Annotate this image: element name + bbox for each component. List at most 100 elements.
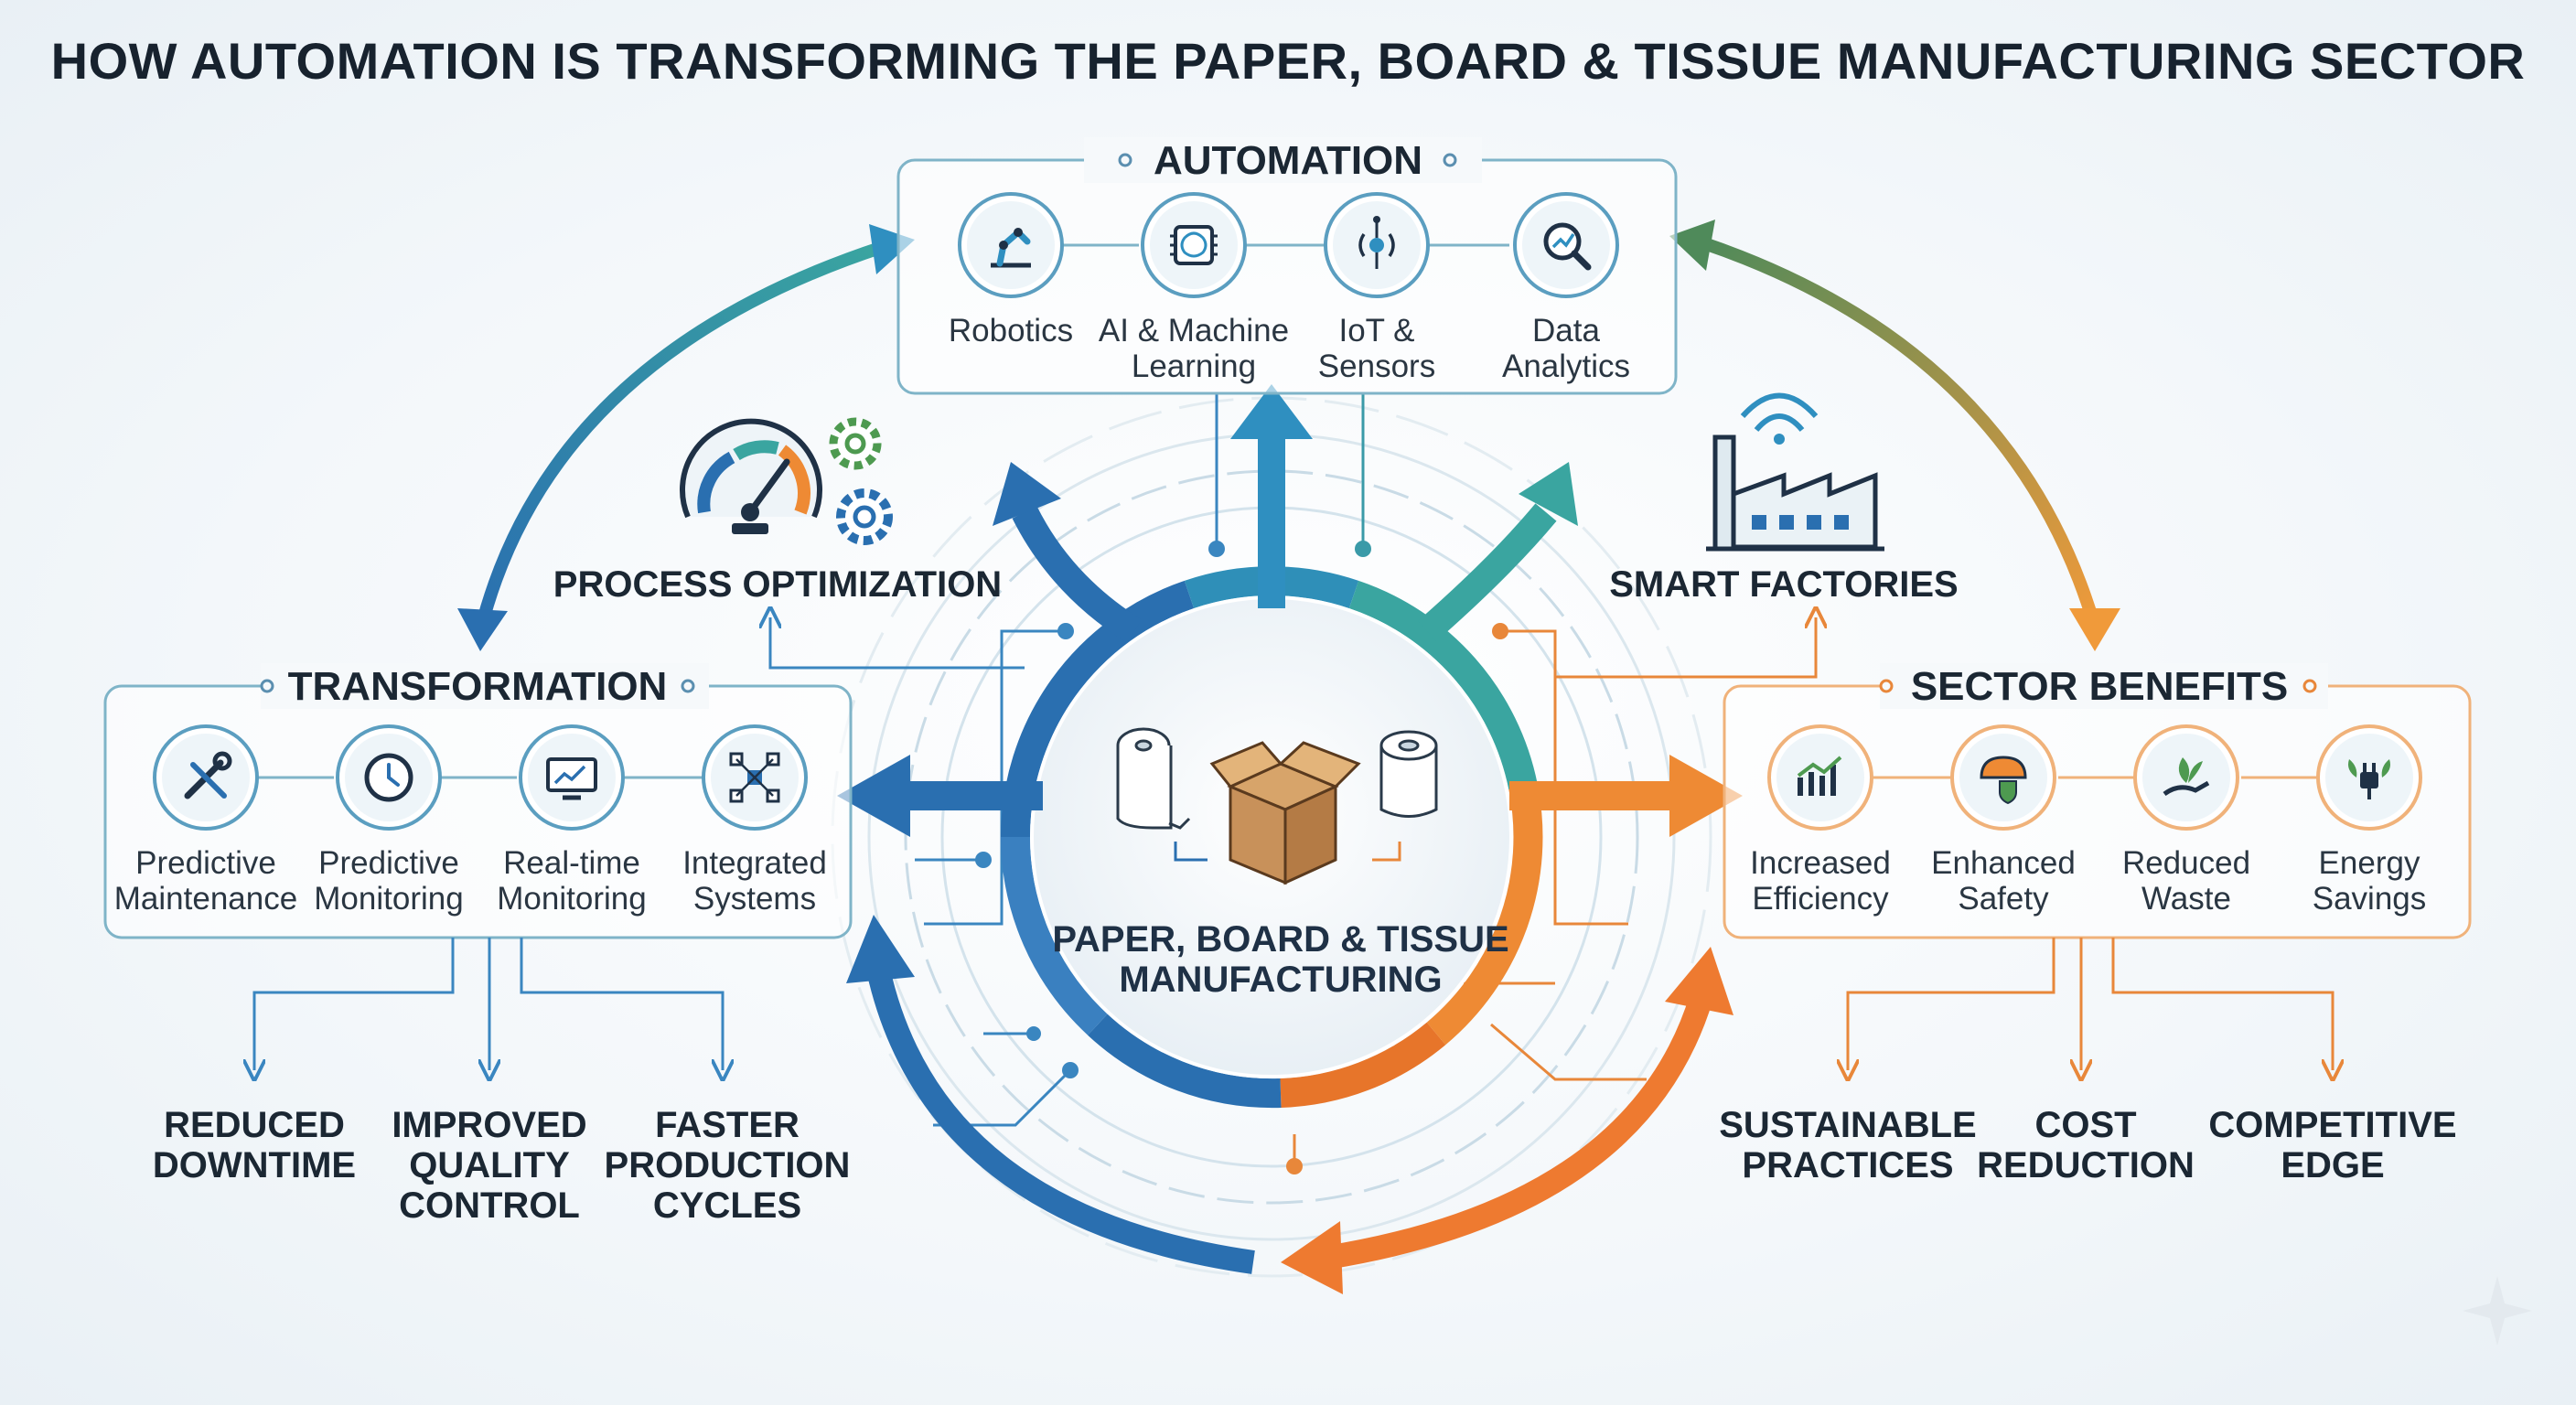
double-arrow-automation-transformation [474,241,886,633]
automation-item: IoT &Sensors [1318,192,1435,384]
cardboard-box-icon [1209,741,1361,885]
double-arrow-automation-benefits [1699,236,2101,628]
transformation-item-label-line1: Integrated [682,845,827,881]
transformation-outcome-line: PRODUCTION [605,1145,851,1185]
sparkle-icon [2463,1276,2532,1346]
transformation-item-label-line1: Predictive [135,845,276,881]
monitor-chart-icon [546,757,597,800]
automation-item-label-line2: Learning [1132,349,1256,384]
transformation-item-label-line1: Predictive [318,845,459,881]
transformation-item-label-line2: Monitoring [497,881,646,917]
page-title: HOW AUTOMATION IS TRANSFORMING THE PAPER… [51,32,2526,90]
transformation-outcome-line: REDUCED [164,1105,345,1145]
benefits-item-label-line1: Energy [2319,845,2420,881]
benefits-outcome-line: COMPETITIVE [2208,1105,2456,1145]
transformation-item-label-line1: Real-time [503,845,640,881]
wrench-screwdriver-icon [184,751,232,799]
brain-chip-icon [1170,225,1218,265]
transformation-items: PredictiveMaintenancePredictiveMonitorin… [114,724,827,917]
transformation-item-label-line2: Maintenance [114,881,297,917]
automation-panel: AUTOMATION [896,137,1678,395]
automation-title: AUTOMATION [1154,138,1422,183]
cycle-arrow-bottom-right [1324,993,1713,1270]
smart-factories-label: SMART FACTORIES [1609,564,1959,605]
tissue-roll-icon [1379,730,1438,818]
automation-item-label-line2: Analytics [1502,349,1630,384]
transformation-outcome-line: QUALITY [409,1145,570,1185]
automation-item-label-line1: Data [1532,313,1600,349]
process-optimization-label: PROCESS OPTIMIZATION [553,564,1002,605]
robot-arm-icon [991,228,1031,268]
sector-benefits-title: SECTOR BENEFITS [1911,664,2288,709]
automation-item-label-line1: AI & Machine [1099,313,1289,349]
hub-arrows [837,384,1743,1294]
automation-item-label-line1: IoT & [1338,313,1414,349]
center-title-line1: PAPER, BOARD & TISSUE [1052,919,1508,960]
transformation-outcome-line: DOWNTIME [153,1145,356,1185]
benefits-outcome-line: SUSTAINABLE [1719,1105,1976,1145]
process-optimization-group: PROCESS OPTIMIZATION [553,417,1025,670]
transformation-outcomes: REDUCEDDOWNTIMEIMPROVEDQUALITYCONTROLFAS… [153,1105,851,1226]
transformation-outcome-line: CONTROL [399,1185,580,1226]
transformation-item-label-line2: Systems [693,881,816,917]
benefits-item-label-line2: Waste [2141,881,2231,917]
factory-wifi-icon [1706,392,1884,552]
arrow-to-process-optimization [1012,506,1143,643]
sensor-signal-icon [1358,216,1395,269]
clock-icon [364,753,413,802]
smart-factories-group: SMART FACTORIES [1555,392,1959,679]
transformation-panel: TRANSFORMATION [103,663,853,1070]
outer-cycle-arrows [457,220,2120,651]
benefits-item-label-line2: Efficiency [1752,881,1889,917]
gauge-gears-icon [680,417,893,545]
magnifier-chart-icon [1543,222,1592,271]
benefits-outcome-line: COST [2034,1105,2136,1145]
growth-chart-icon [1797,756,1842,796]
center-title-line2: MANUFACTURING [1119,960,1442,1000]
plug-leaf-icon [2348,759,2390,799]
benefits-item-label-line1: Enhanced [1931,845,2076,881]
benefits-outcome-line: EDGE [2281,1145,2384,1185]
cycle-arrow-bottom-left [866,967,1255,1274]
network-nodes-icon [729,752,780,803]
transformation-outcome-line: FASTER [655,1105,800,1145]
transformation-item-label-line2: Monitoring [314,881,463,917]
benefits-outcome-line: REDUCTION [1977,1145,2195,1185]
benefits-item-label-line1: Increased [1750,845,1891,881]
hardhat-shield-icon [1980,756,2027,805]
benefits-item-label-line2: Safety [1958,881,2049,917]
benefits-outcomes: SUSTAINABLEPRACTICESCOSTREDUCTIONCOMPETI… [1719,1105,2456,1185]
automation-item-label-line2: Sensors [1318,349,1435,384]
transformation-outcome-line: CYCLES [653,1185,801,1226]
automation-item-label-line1: Robotics [949,313,1073,349]
benefits-items: IncreasedEfficiencyEnhancedSafetyReduced… [1750,724,2427,917]
paper-roll-icon [1116,727,1191,830]
benefits-item-label-line2: Savings [2313,881,2427,917]
hand-leaf-icon [2163,757,2210,797]
automation-item: Robotics [949,192,1073,349]
center-connectors [1174,842,1401,862]
sector-benefits-panel: SECTOR BENEFITS [1723,663,2472,1070]
arrow-to-smart-factories [1418,503,1557,642]
transformation-outcome-line: IMPROVED [392,1105,586,1145]
benefits-item-label-line1: Reduced [2122,845,2250,881]
